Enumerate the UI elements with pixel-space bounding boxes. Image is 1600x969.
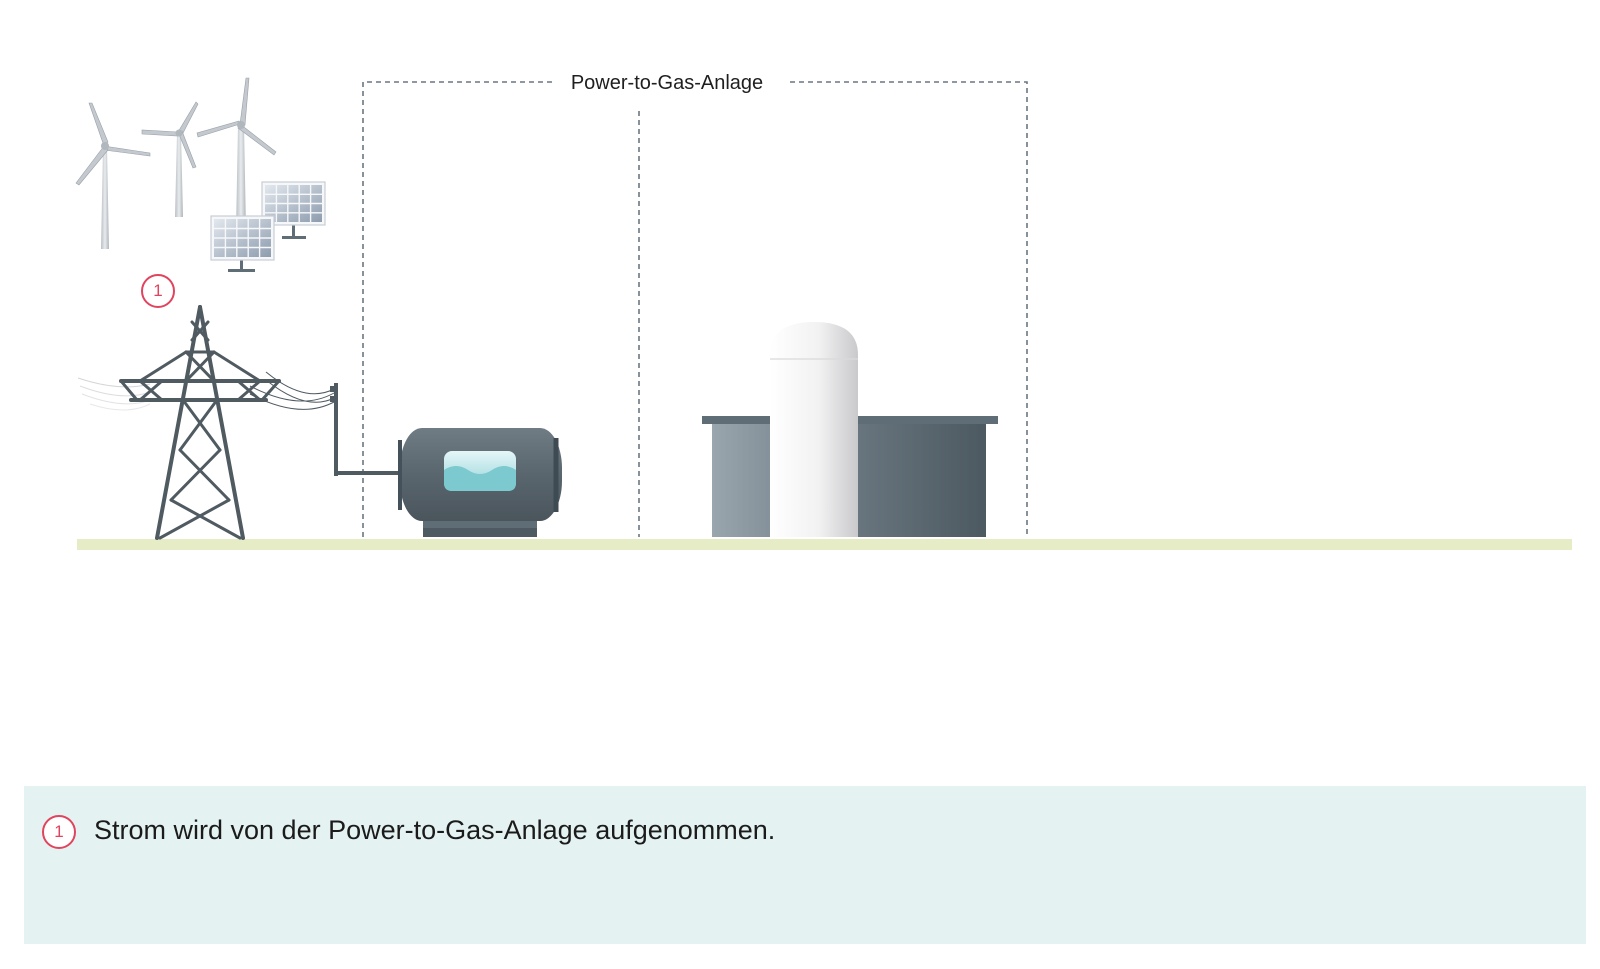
grid-connector bbox=[330, 383, 402, 476]
electrolyser-tank-icon bbox=[398, 428, 562, 537]
wind-turbine-icon bbox=[75, 102, 151, 249]
power-pylon-icon bbox=[119, 305, 281, 540]
step-marker-1: 1 bbox=[141, 274, 175, 308]
legend-step-text-1: Strom wird von der Power-to-Gas-Anlage a… bbox=[94, 815, 776, 845]
wind-turbine-icon bbox=[141, 101, 199, 217]
legend-step-marker-1: 1 bbox=[42, 815, 76, 849]
legend-box: 1 Strom wird von der Power-to-Gas-Anlage… bbox=[24, 786, 1586, 944]
solar-panel-icon bbox=[210, 215, 275, 272]
plant-label: Power-to-Gas-Anlage bbox=[552, 70, 782, 96]
power-lines bbox=[77, 371, 335, 411]
wind-turbine-icon bbox=[196, 77, 277, 230]
plant-boundary-frame bbox=[362, 81, 1028, 537]
gas-storage-icon bbox=[702, 322, 998, 537]
ground-strip bbox=[77, 539, 1572, 550]
